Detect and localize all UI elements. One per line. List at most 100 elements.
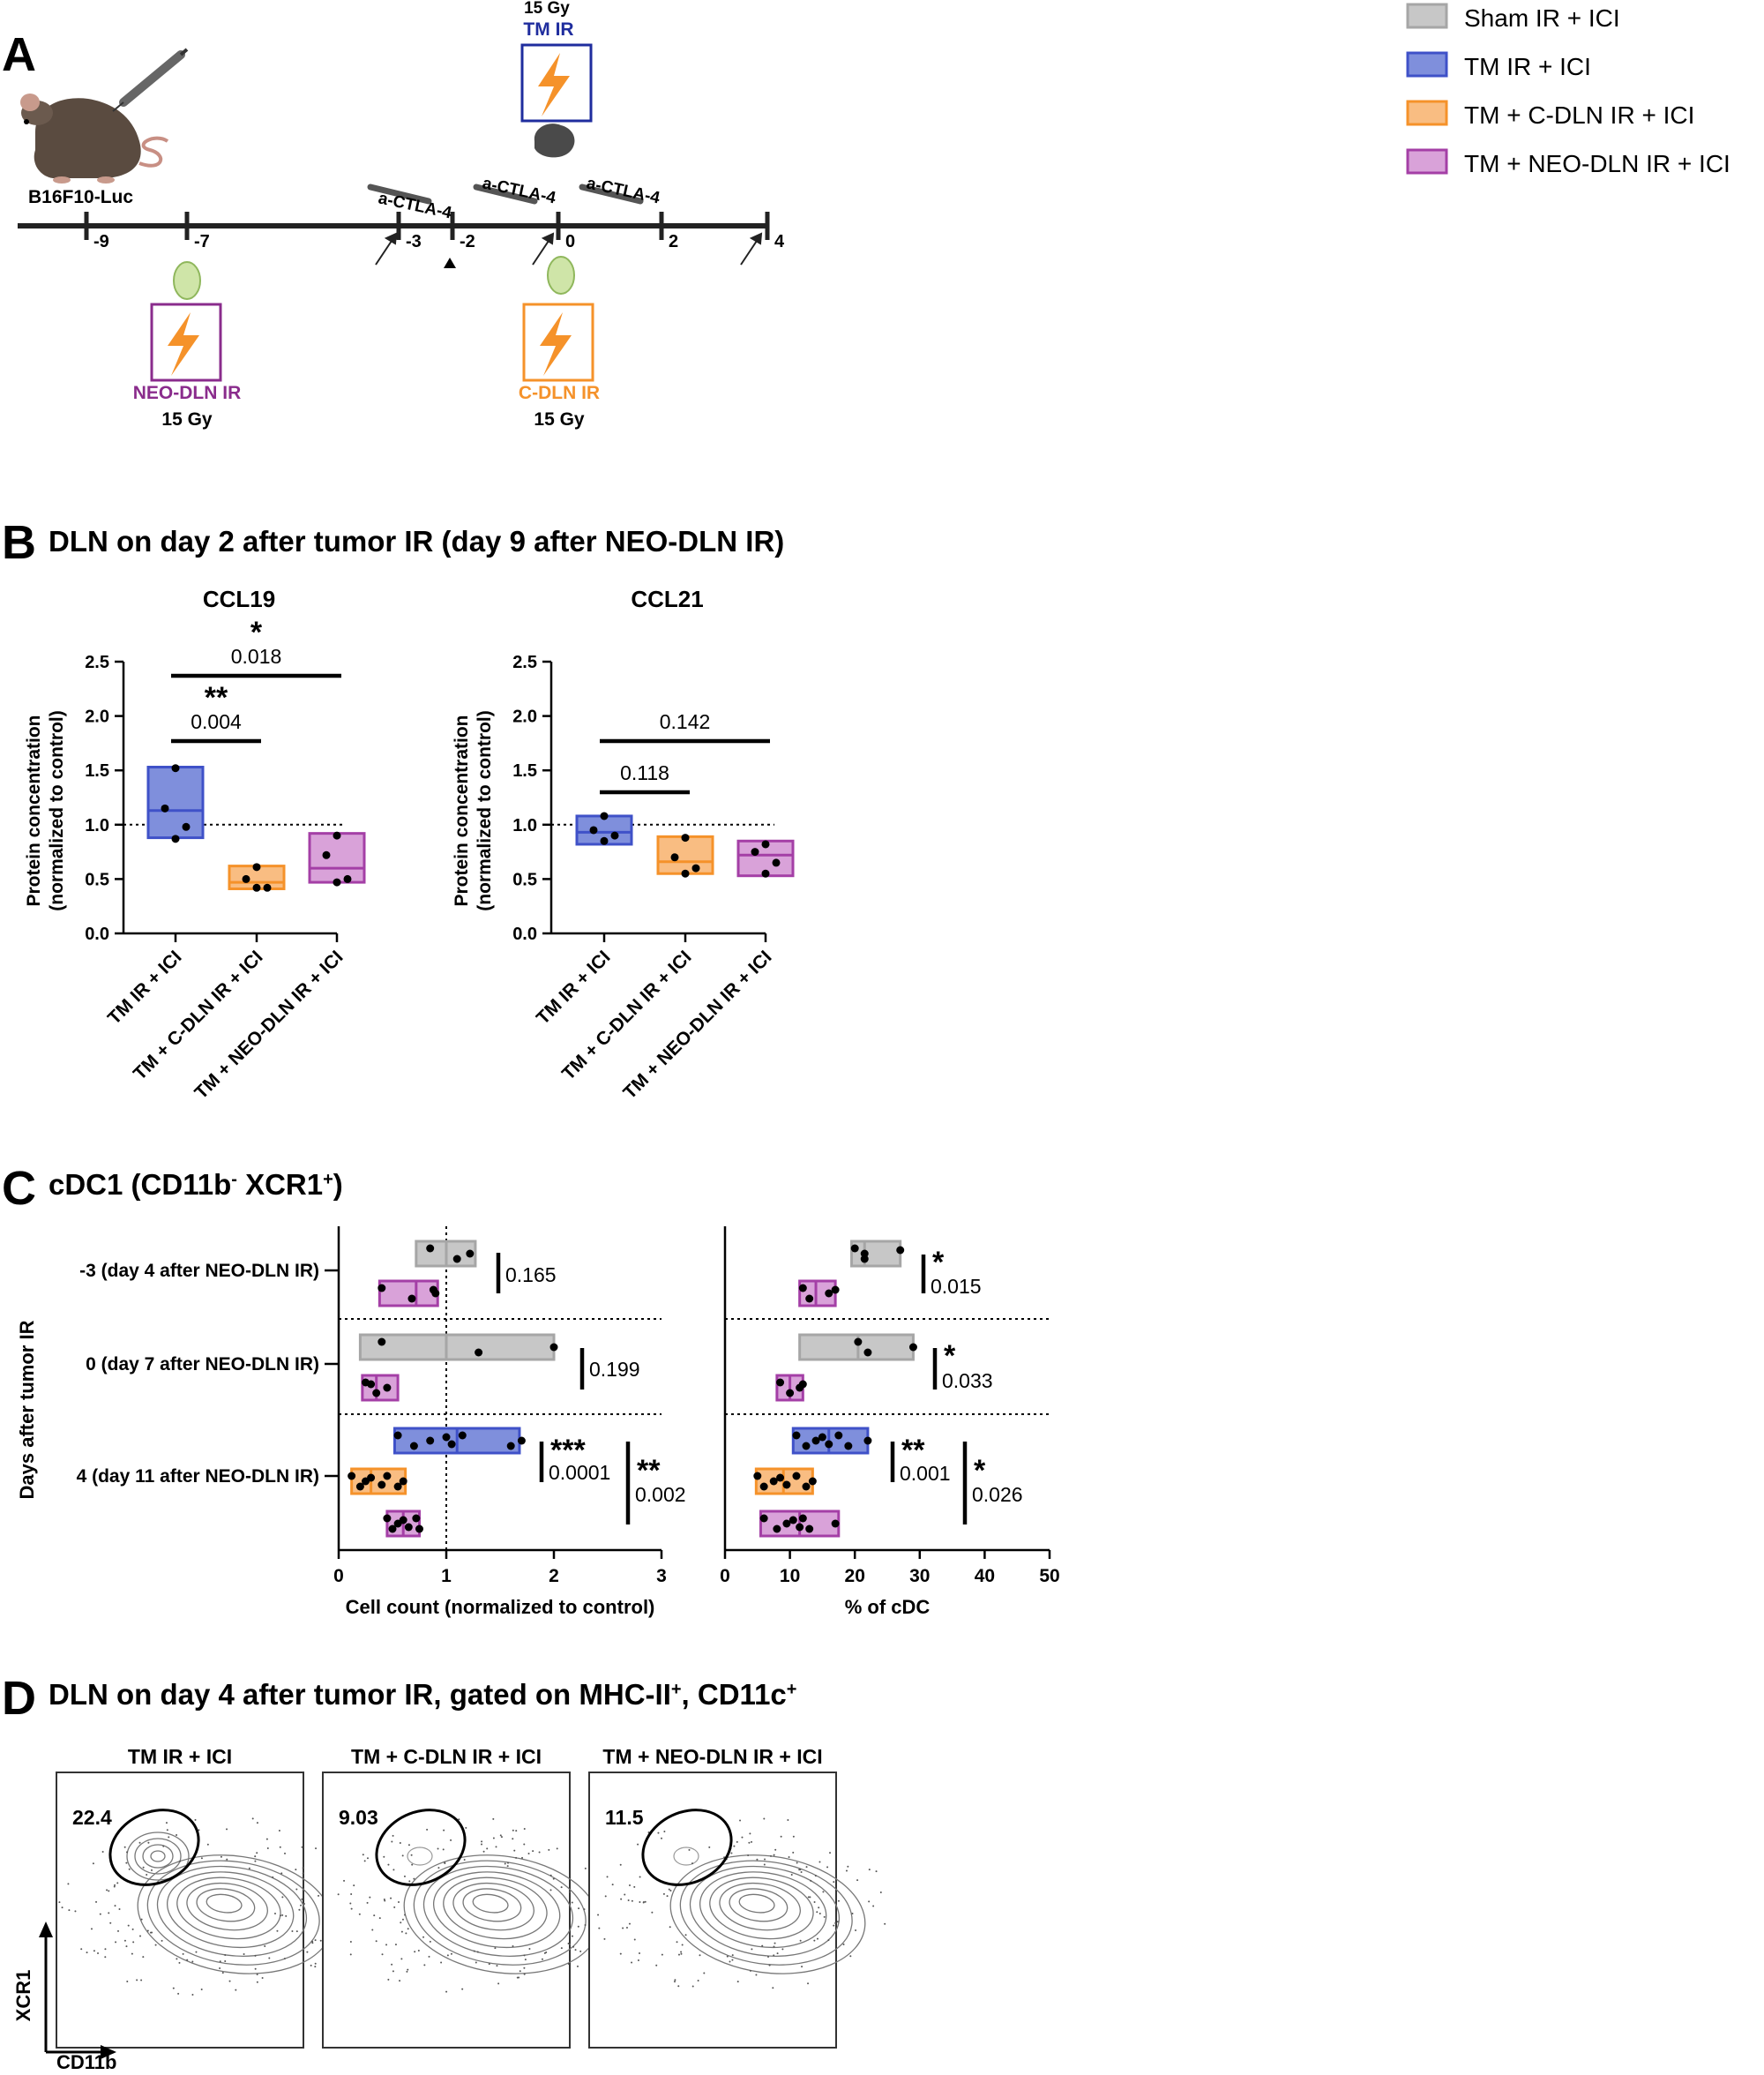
flow-plot-frame [588,1772,837,2049]
flow-plot-frame [56,1772,304,2049]
event-dot [248,1867,250,1869]
event-dot [407,1928,409,1930]
legend-label-neo: TM + NEO-DLN IR + ICI [1464,150,1730,177]
legend: Sham IR + ICI TM IR + ICI TM + C-DLN IR … [1406,3,1730,177]
event-dot [349,1940,352,1943]
event-dot [108,1890,110,1892]
contour-line [452,1882,534,1931]
contour-line [150,1850,166,1862]
event-dot [661,1953,663,1956]
event-dot [178,1961,181,1964]
event-dot [251,1817,254,1820]
event-dot [703,1972,706,1974]
panel-d-title: DLN on day 4 after tumor IR, gated on MH… [49,1678,796,1711]
event-dot [868,1869,871,1871]
x-tick-label: 40 [975,1566,995,1586]
box-sham [850,1240,902,1268]
event-dot [597,1914,600,1916]
data-point [759,1482,768,1491]
event-dot [606,1876,609,1878]
data-point [860,1249,869,1258]
cd11b-axis-label: CD11b [56,2051,116,2071]
event-dot [507,1862,510,1864]
event-dot [108,1912,110,1914]
panel-c-title: cDC1 (CD11b- XCR1+) [49,1168,343,1201]
event-dot [697,1980,699,1982]
event-dot [400,1958,403,1960]
event-dot [314,1962,317,1965]
x-tick-label: 20 [845,1566,865,1586]
event-dot [303,1902,305,1905]
event-dot [74,1910,77,1913]
data-point [863,1348,872,1357]
event-dot [669,1890,672,1892]
event-dot [528,1948,531,1951]
event-dot [639,1876,641,1878]
event-dot [749,1969,751,1972]
event-dot [512,1838,514,1840]
event-dot [500,1836,503,1839]
data-point [786,1389,795,1397]
event-dot [504,1862,506,1865]
data-point [805,1524,814,1533]
event-dot [298,1908,301,1911]
event-dot [644,1900,647,1903]
panel-b-letter: B [2,516,36,569]
event-dot [387,1863,390,1866]
contour-line [462,1888,522,1922]
event-dot [560,1947,563,1950]
data-point [407,1294,416,1303]
event-dot [845,1869,848,1872]
x-tick-label: 30 [909,1566,930,1586]
data-point [161,804,169,813]
event-dot [569,1943,572,1945]
event-dot [256,1974,258,1976]
panel-b-title: DLN on day 2 after tumor IR (day 9 after… [49,525,784,558]
event-dot [480,1843,482,1846]
xcr1-gate [375,1809,467,1886]
event-dot [422,1936,425,1938]
event-dot [116,1929,119,1932]
significance-stars: * [974,1454,986,1487]
panel-c-ylabel: Days after tumor IR [16,1320,38,1499]
event-dot [571,1935,573,1937]
flow-plot-title: TM + NEO-DLN IR + ICI [602,1745,822,1768]
event-dot [385,1944,388,1946]
c-dln-dose-label: 15 Gy [534,409,585,430]
significance-stars: * [944,1339,956,1373]
event-dot [868,1900,871,1903]
y-tick-label: 0.0 [512,925,537,944]
panel-b: B DLN on day 2 after tumor IR (day 9 aft… [2,516,795,1103]
contour-plot [597,1809,886,1989]
data-point [399,1516,407,1524]
event-dot [68,1909,71,1912]
event-dot [295,1930,298,1933]
event-dot [660,1837,662,1839]
data-point [854,1337,863,1346]
event-dot [736,1840,738,1843]
event-dot [598,1927,601,1929]
contour-line [142,1844,174,1869]
p-value-label: 0.001 [900,1462,951,1485]
data-point [458,1431,467,1440]
event-dot [126,1980,129,1982]
ctla4-label: a-CTLA-4 [377,189,453,222]
data-point [263,883,272,892]
y-axis-label-line: (normalized to control) [475,710,495,911]
event-dot [523,1966,526,1969]
data-point [399,1477,407,1486]
event-dot [366,1901,369,1904]
event-dot [276,1929,279,1932]
y-tick-label: 0.5 [512,870,537,889]
p-value-label: 0.165 [505,1263,557,1286]
data-point [825,1289,833,1298]
arrow-icon [375,237,394,266]
data-point [475,1348,483,1357]
event-dot [651,1911,654,1914]
chart-title: CCL21 [631,586,703,612]
data-point [863,1436,872,1445]
data-point [412,1514,421,1523]
event-dot [140,1918,143,1921]
event-dot [577,1925,579,1928]
event-dot [206,1843,209,1846]
